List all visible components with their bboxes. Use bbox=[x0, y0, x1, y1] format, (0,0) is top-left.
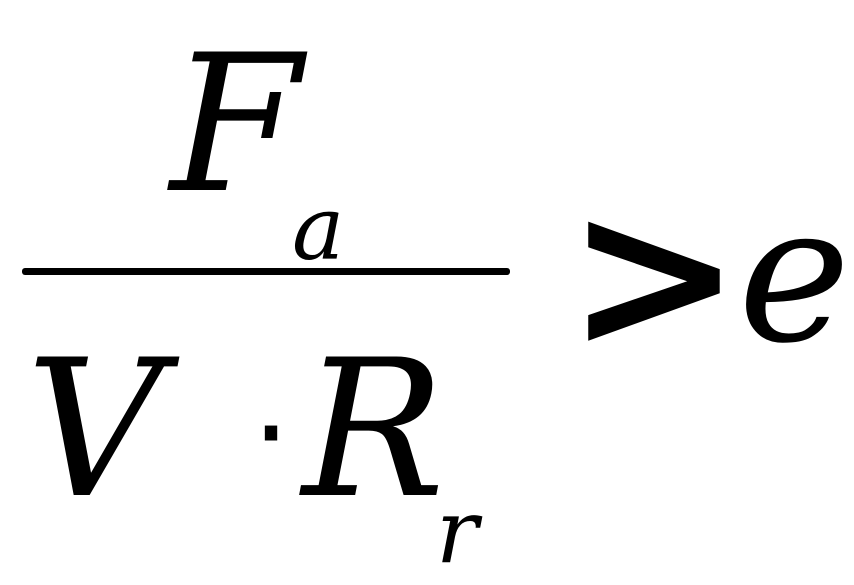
numerator-symbol: F bbox=[170, 14, 302, 235]
denominator-subscript: r bbox=[436, 480, 479, 583]
right-side-e: e bbox=[738, 164, 851, 385]
fraction-bar bbox=[22, 268, 510, 275]
denominator-factor-r: R bbox=[302, 319, 446, 540]
numerator-subscript: a bbox=[292, 177, 345, 280]
greater-than-sign: > bbox=[566, 152, 742, 397]
denominator-factor-v: V bbox=[26, 319, 164, 540]
multiplication-dot: · bbox=[252, 365, 291, 504]
